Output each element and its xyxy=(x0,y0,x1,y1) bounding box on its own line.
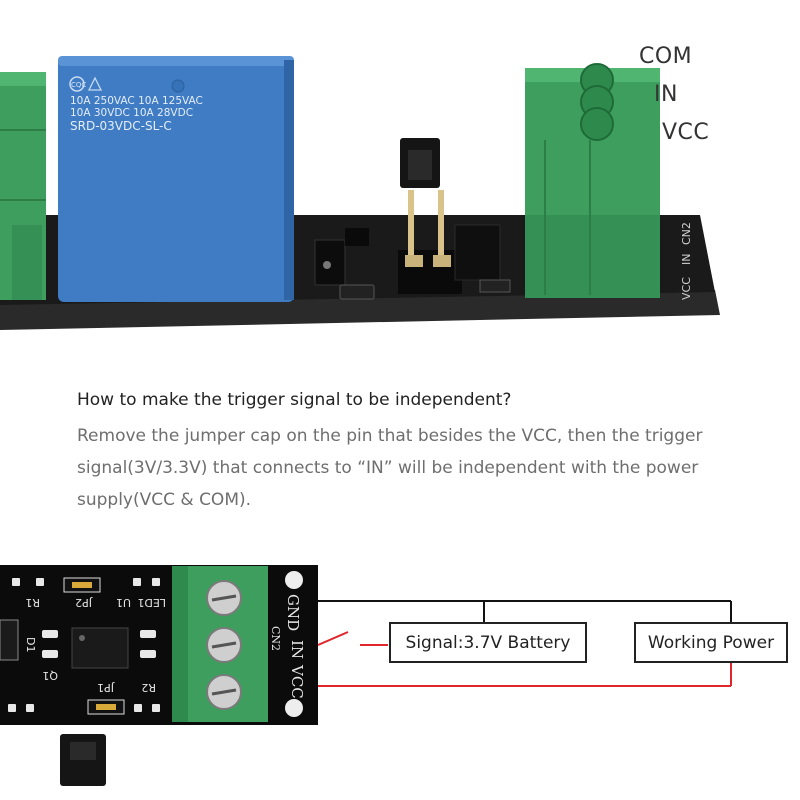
silk-r1: R1 xyxy=(25,596,40,609)
relay-module-photo: CQC 10A 250VAC 10A 125VAC 10A 30VDC 10A … xyxy=(0,56,720,330)
pcb-edge-label-in: IN xyxy=(680,254,693,265)
relay-brand-mark: CQC xyxy=(71,81,86,89)
relay-model: SRD-03VDC-SL-C xyxy=(70,119,172,133)
left-terminal-block xyxy=(0,72,46,300)
terminal-label-com: COM xyxy=(639,44,693,69)
relay-rating-line2: 10A 30VDC 10A 28VDC xyxy=(70,107,193,119)
description: Remove the jumper cap on the pin that be… xyxy=(77,426,703,510)
edge-label-vcc: VCC xyxy=(288,664,306,699)
silk-jp1: JP1 xyxy=(97,681,115,694)
headline: How to make the trigger signal to be ind… xyxy=(77,390,512,410)
working-power-box: Working Power xyxy=(634,622,788,663)
pcb-edge-label-vcc: VCC xyxy=(680,277,693,300)
silk-d1: D1 xyxy=(24,637,37,652)
edge-label-cn2: CN2 xyxy=(269,626,282,651)
edge-label-gnd: GND xyxy=(284,594,302,631)
terminal-label-vcc: VCC xyxy=(662,120,710,145)
wire-gnd xyxy=(318,600,732,623)
silk-u1: U1 xyxy=(116,596,131,609)
terminal-label-in: IN xyxy=(654,82,678,107)
jumper-pin-header xyxy=(398,138,462,294)
relay-rating-line1: 10A 250VAC 10A 125VAC xyxy=(70,95,203,107)
diagram-terminal-block xyxy=(172,566,268,722)
silk-led1: LED1 xyxy=(137,596,166,609)
optocoupler-chip xyxy=(71,627,129,669)
silk-q1: Q1 xyxy=(42,669,58,682)
silk-jp2: JP2 xyxy=(75,596,93,609)
screw-vcc xyxy=(580,107,614,141)
wire-vcc xyxy=(318,662,732,687)
relay-component: CQC 10A 250VAC 10A 125VAC 10A 30VDC 10A … xyxy=(58,56,294,302)
edge-label-in: IN xyxy=(288,640,306,659)
silk-r2: R2 xyxy=(141,681,156,694)
pcb-edge-label-cn2: CN2 xyxy=(680,222,693,245)
wire-in-signal xyxy=(317,631,388,646)
signal-battery-box: Signal:3.7V Battery xyxy=(389,622,587,663)
right-terminal-block xyxy=(525,63,660,298)
